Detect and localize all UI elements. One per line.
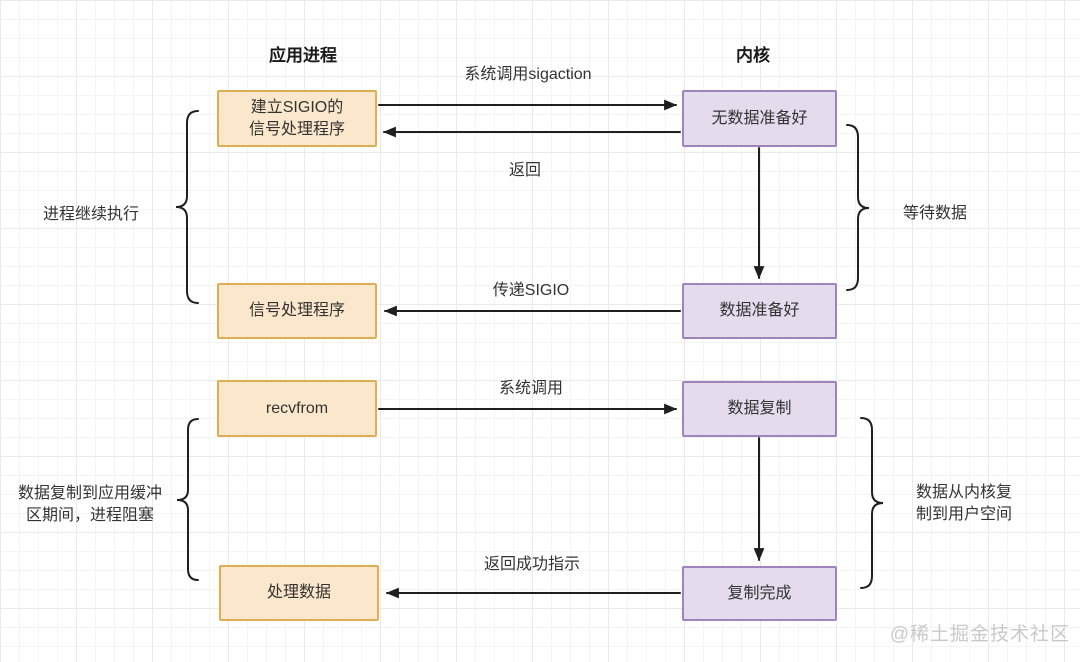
column-header-app-process: 应用进程 [269, 46, 337, 65]
node-data-copy: 数据复制 [682, 381, 837, 437]
arrow-label-deliver-sigio: 传递SIGIO [492, 282, 570, 299]
node-no-data-ready: 无数据准备好 [682, 90, 837, 147]
brace-left-copy-blocking [176, 418, 199, 581]
node-data-ready: 数据准备好 [682, 283, 837, 339]
side-label-copy-blocking: 数据复制到应用缓冲 区期间，进程阻塞 [17, 485, 162, 524]
node-recvfrom: recvfrom [217, 380, 377, 437]
node-process-data: 处理数据 [219, 565, 379, 621]
brace-right-kernel-to-user [860, 417, 884, 589]
node-copy-complete: 复制完成 [682, 566, 837, 621]
node-setup-sigio-handler: 建立SIGIO的 信号处理程序 [217, 90, 377, 147]
node-signal-handler: 信号处理程序 [217, 283, 377, 339]
side-label-kernel-to-user: 数据从内核复 制到用户空间 [915, 484, 1012, 523]
arrow-label-sigaction: 系统调用sigaction [464, 66, 592, 83]
watermark: @稀土掘金技术社区 [889, 624, 1070, 645]
arrow-label-return-success: 返回成功指示 [483, 556, 580, 573]
brace-left-process-continues [175, 110, 199, 304]
column-header-kernel: 内核 [736, 46, 770, 65]
side-label-wait-for-data: 等待数据 [902, 205, 967, 222]
arrow-label-syscall: 系统调用 [498, 380, 563, 397]
side-label-process-continues: 进程继续执行 [42, 206, 139, 223]
arrow-label-return: 返回 [508, 162, 541, 179]
